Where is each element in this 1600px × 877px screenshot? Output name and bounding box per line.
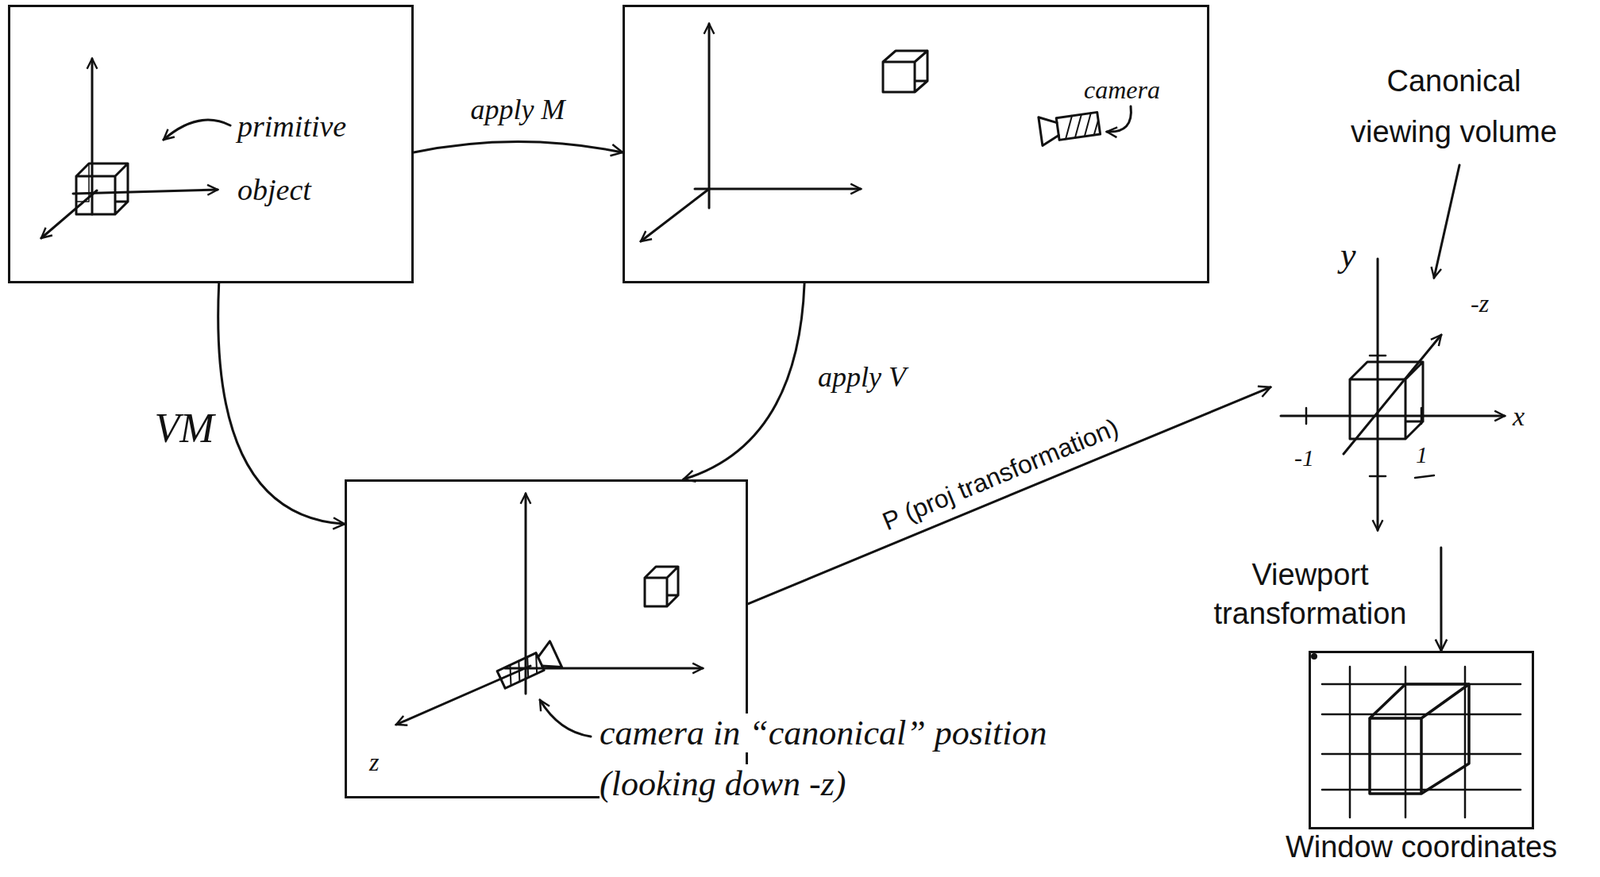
camera-icon bbox=[1038, 108, 1101, 146]
node-text: camera in “canonical” position (looking … bbox=[599, 713, 1047, 804]
canonical-axes bbox=[1414, 475, 1435, 479]
world-space-axes bbox=[640, 188, 710, 242]
text-holder: z bbox=[369, 747, 379, 778]
text-holder: Window coordinates bbox=[1285, 830, 1558, 866]
connector-arrow bbox=[218, 283, 345, 525]
text-holder: camera in “canonical” position (looking … bbox=[599, 708, 1156, 810]
leader-line bbox=[163, 119, 231, 140]
window-box: Window coordinates bbox=[1308, 651, 1535, 830]
node-label: Window coordinates bbox=[1285, 830, 1558, 864]
world-space-axes bbox=[708, 23, 711, 209]
text-holder: primitive object bbox=[237, 94, 409, 222]
canonical-cube bbox=[1349, 362, 1423, 440]
leader-line bbox=[539, 700, 591, 737]
window-cube bbox=[1369, 684, 1469, 795]
eye-space-axes bbox=[396, 493, 703, 725]
leader-line bbox=[163, 119, 231, 140]
node-label: camera bbox=[1083, 75, 1161, 105]
world-cube bbox=[882, 50, 928, 93]
leader-line bbox=[1106, 106, 1131, 132]
node-text: 1 bbox=[1415, 441, 1428, 468]
window-grid bbox=[1322, 666, 1521, 818]
edge-label: P (proj transformation) bbox=[875, 412, 1126, 539]
window-grid bbox=[1310, 653, 1521, 818]
node-text: -z bbox=[1470, 289, 1489, 318]
world-space-box: camera bbox=[622, 4, 1210, 284]
leader-line bbox=[1106, 106, 1131, 132]
text-holder: camera bbox=[1083, 74, 1161, 105]
camera-icon bbox=[497, 653, 544, 690]
text-holder: Canonical viewing volume bbox=[1334, 55, 1574, 158]
sketch bbox=[41, 23, 1521, 818]
object-space-box: primitive object bbox=[7, 4, 414, 284]
eye-space-axes bbox=[505, 667, 703, 671]
window-grid bbox=[1310, 653, 1318, 660]
node-label: Canonical viewing volume bbox=[1350, 64, 1558, 149]
canonical-volume: Canonical viewing volume y -z x -1 1 bbox=[1270, 55, 1597, 548]
camera-icon bbox=[1056, 111, 1100, 140]
world-space-axes bbox=[640, 23, 861, 242]
camera-icon bbox=[502, 653, 544, 687]
eye-space-box: zcamera in “canonical” position (looking… bbox=[344, 479, 748, 799]
object-space-axes bbox=[41, 58, 218, 239]
text-holder: 1 bbox=[1415, 441, 1428, 468]
connector-arrow bbox=[413, 142, 623, 154]
node-text: -1 bbox=[1294, 444, 1315, 471]
camera-icon bbox=[1038, 115, 1061, 147]
primitive-cube bbox=[76, 163, 89, 202]
canonical-axes bbox=[1376, 258, 1380, 531]
node-text: y bbox=[1340, 235, 1357, 275]
leader-line bbox=[539, 700, 591, 737]
camera-icon bbox=[534, 641, 563, 675]
text-holder: y bbox=[1340, 236, 1357, 275]
primitive-cube bbox=[76, 163, 128, 215]
leader-line bbox=[1434, 165, 1460, 278]
edge-label: apply M bbox=[470, 93, 566, 127]
eye-cube bbox=[644, 566, 679, 607]
camera-icon bbox=[1062, 111, 1100, 139]
world-cube bbox=[882, 50, 928, 93]
connector-arrow bbox=[1439, 547, 1442, 652]
edge-label: VM bbox=[154, 404, 214, 453]
edge-label: apply V bbox=[817, 361, 907, 394]
connector-arrow bbox=[747, 387, 1271, 605]
window-cube bbox=[1369, 684, 1469, 795]
text-holder: -z bbox=[1470, 289, 1489, 318]
canonical-axes bbox=[1343, 335, 1442, 455]
node-text: x bbox=[1512, 401, 1525, 432]
canonical-axes bbox=[1280, 415, 1505, 418]
canonical-cube bbox=[1349, 362, 1423, 440]
edge-label: Viewport transformation bbox=[1191, 555, 1430, 635]
text-holder: x bbox=[1512, 401, 1525, 432]
canonical-axes bbox=[1306, 355, 1422, 477]
leader-line bbox=[1434, 165, 1460, 278]
camera-icon bbox=[495, 641, 563, 694]
node-label: primitive object bbox=[237, 109, 347, 207]
primitive-cube bbox=[76, 163, 128, 215]
eye-space-axes bbox=[524, 493, 528, 694]
object-space-axes bbox=[91, 58, 94, 215]
world-space-axes bbox=[694, 188, 861, 191]
canonical-axes bbox=[1280, 258, 1505, 531]
text-holder: -1 bbox=[1294, 444, 1315, 471]
connector-arrow bbox=[683, 283, 805, 480]
eye-cube bbox=[644, 566, 679, 607]
node-label: z bbox=[369, 747, 379, 777]
